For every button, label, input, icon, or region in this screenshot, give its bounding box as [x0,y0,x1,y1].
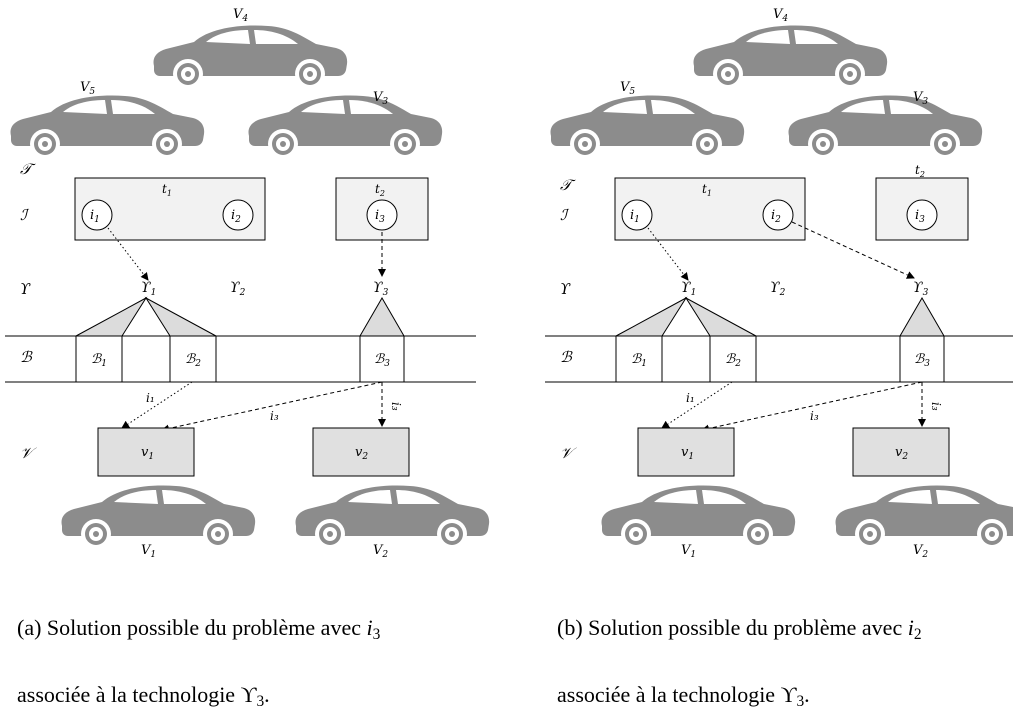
triangle-Y3-B3 [360,298,404,336]
car-icon-v3 [789,96,983,159]
car-icon-v1 [62,486,256,549]
car-icon-v5 [551,96,745,159]
label-v3: V3 [913,90,928,107]
panel-b: V4 V5 V3 𝒯 ℐ ϒ ℬ 𝒱 t1 i1 i2 t2 i3 ϒ1 ϒ2 … [545,7,1013,560]
label-v5: V5 [620,80,635,97]
caption-b: (b) Solution possible du problème avec i… [546,583,1013,717]
row-label-Y: ϒ [20,280,31,298]
label-Y3: ϒ3 [913,280,929,298]
row-label-T: 𝒯 [560,176,576,194]
triangle-Y1-B1 [616,298,686,336]
triangle-Y1-B1 [76,298,146,336]
triangle-Y1-B2 [686,298,756,336]
car-icon-v2 [836,486,1013,549]
edge-label-i3b: i₃ [929,402,943,411]
car-icon-v3 [249,96,443,159]
label-Y2: ϒ2 [770,280,786,298]
label-V2: V2 [913,543,928,560]
edge-B2-v1 [122,382,192,428]
row-label-B: ℬ [20,348,33,366]
edge-label-i3a: i₃ [270,409,279,423]
triangle-Y3-B3 [900,298,944,336]
edge-label-i1: i₁ [686,391,695,405]
edge-label-i3b: i₃ [389,402,403,411]
label-v4: V4 [773,7,788,24]
caption-a: (a) Solution possible du problème avec i… [6,583,506,717]
row-label-I: ℐ [560,206,570,224]
panel-a: V4 V5 V3 𝒯 ℐ ϒ ℬ 𝒱 t1 i1 i2 t2 i3 ϒ1 ϒ2 … [5,7,489,560]
car-icon-v4 [154,26,348,89]
edge-label-i1: i₁ [146,391,155,405]
row-label-Y: ϒ [560,280,571,298]
label-Y2: ϒ2 [230,280,246,298]
row-label-V: 𝒱 [20,444,37,462]
edge-B2-v1 [662,382,732,428]
label-t2: t2 [915,163,925,179]
label-V2: V2 [373,543,388,560]
row-label-I: ℐ [20,206,30,224]
label-v4: V4 [233,7,248,24]
label-v3: V3 [373,90,388,107]
diagram-canvas: V4 V5 V3 𝒯 ℐ ϒ ℬ 𝒱 t1 i1 i2 t2 i3 ϒ1 ϒ2 … [0,0,1013,648]
edge-label-i3a: i₃ [810,409,819,423]
row-label-V: 𝒱 [560,444,577,462]
label-Y3: ϒ3 [373,280,389,298]
label-Y1: ϒ1 [141,280,156,298]
car-icon-v4 [694,26,888,89]
label-V1: V1 [681,543,696,560]
car-icon-v2 [296,486,490,549]
car-icon-v5 [11,96,205,159]
label-V1: V1 [141,543,156,560]
row-label-T: 𝒯 [20,160,36,178]
car-icon-v1 [602,486,796,549]
triangle-Y1-B2 [146,298,216,336]
label-v5: V5 [80,80,95,97]
row-label-B: ℬ [560,348,573,366]
label-Y1: ϒ1 [681,280,696,298]
